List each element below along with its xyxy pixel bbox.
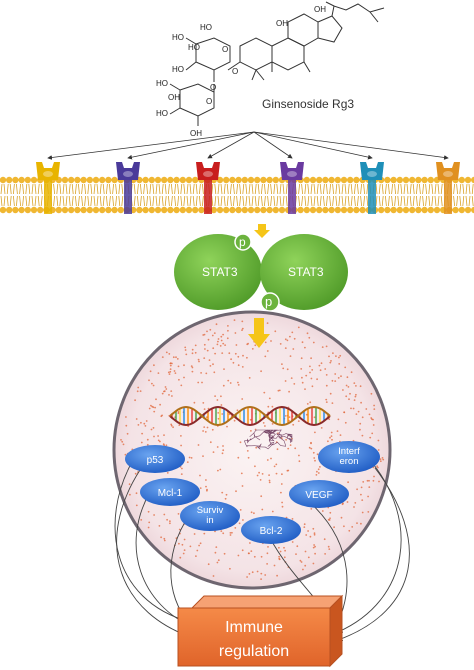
receptor-red — [196, 162, 220, 214]
receptor-blue — [116, 162, 140, 214]
structure-atom-labels: HO OH O HO HO O O HO HO O OH OH OH HO — [156, 5, 326, 138]
membrane-receptors — [36, 162, 460, 214]
ginsenoside-structure — [169, 1, 385, 126]
stat3-left — [174, 234, 262, 310]
atom-label: OH — [168, 93, 180, 102]
cell-membrane — [0, 176, 474, 214]
receptor-orange — [436, 162, 460, 214]
phospho-group-top — [234, 233, 252, 251]
binding-arrows — [47, 131, 449, 160]
atom-label: O — [210, 83, 216, 92]
membrane-to-stat3-arrow — [254, 224, 270, 238]
phospho-label-top: p — [239, 235, 246, 249]
target-bcl2: Bcl-2 — [241, 516, 301, 544]
stat3-right — [260, 234, 348, 310]
stat3-to-nucleus-arrow — [248, 318, 270, 348]
stat3-right-label: STAT3 — [288, 265, 324, 279]
receptor-purple — [280, 162, 304, 214]
atom-label: OH — [276, 19, 288, 28]
target-label: VEGF — [305, 490, 332, 501]
dna-helix — [169, 405, 331, 427]
stat3-dimer: STAT3 STAT3 p p — [174, 233, 348, 312]
phospho-group-bottom — [260, 292, 280, 312]
target-p53: p53 — [125, 445, 185, 473]
target-label: p53 — [147, 455, 164, 466]
atom-label: OH — [190, 129, 202, 138]
atom-label: OH — [314, 5, 326, 14]
atom-label: HO — [156, 109, 168, 118]
target-vegf: VEGF — [289, 480, 349, 508]
atom-label: HO — [188, 43, 200, 52]
outcome-line-1: Immune — [225, 619, 283, 636]
receptor-teal — [360, 162, 384, 214]
atom-label: HO — [172, 33, 184, 42]
stat3-left-label: STAT3 — [202, 265, 238, 279]
target-mcl1: Mcl-1 — [140, 478, 200, 506]
atom-label: O — [222, 45, 228, 54]
phospho-label-bottom: p — [265, 294, 272, 309]
immune-regulation-box: Immune regulation — [177, 594, 344, 668]
atom-label: O — [206, 97, 212, 106]
target-label: Mcl-1 — [158, 488, 183, 499]
outcome-line-2: regulation — [219, 643, 289, 660]
atom-label: HO — [200, 23, 212, 32]
atom-label: HO — [172, 65, 184, 74]
receptor-yellow — [36, 162, 60, 214]
atom-label: HO — [156, 79, 168, 88]
target-label: Bcl-2 — [260, 526, 283, 537]
compound-name: Ginsenoside Rg3 — [262, 97, 354, 111]
atom-label: O — [232, 67, 238, 76]
chromatin — [243, 429, 293, 450]
